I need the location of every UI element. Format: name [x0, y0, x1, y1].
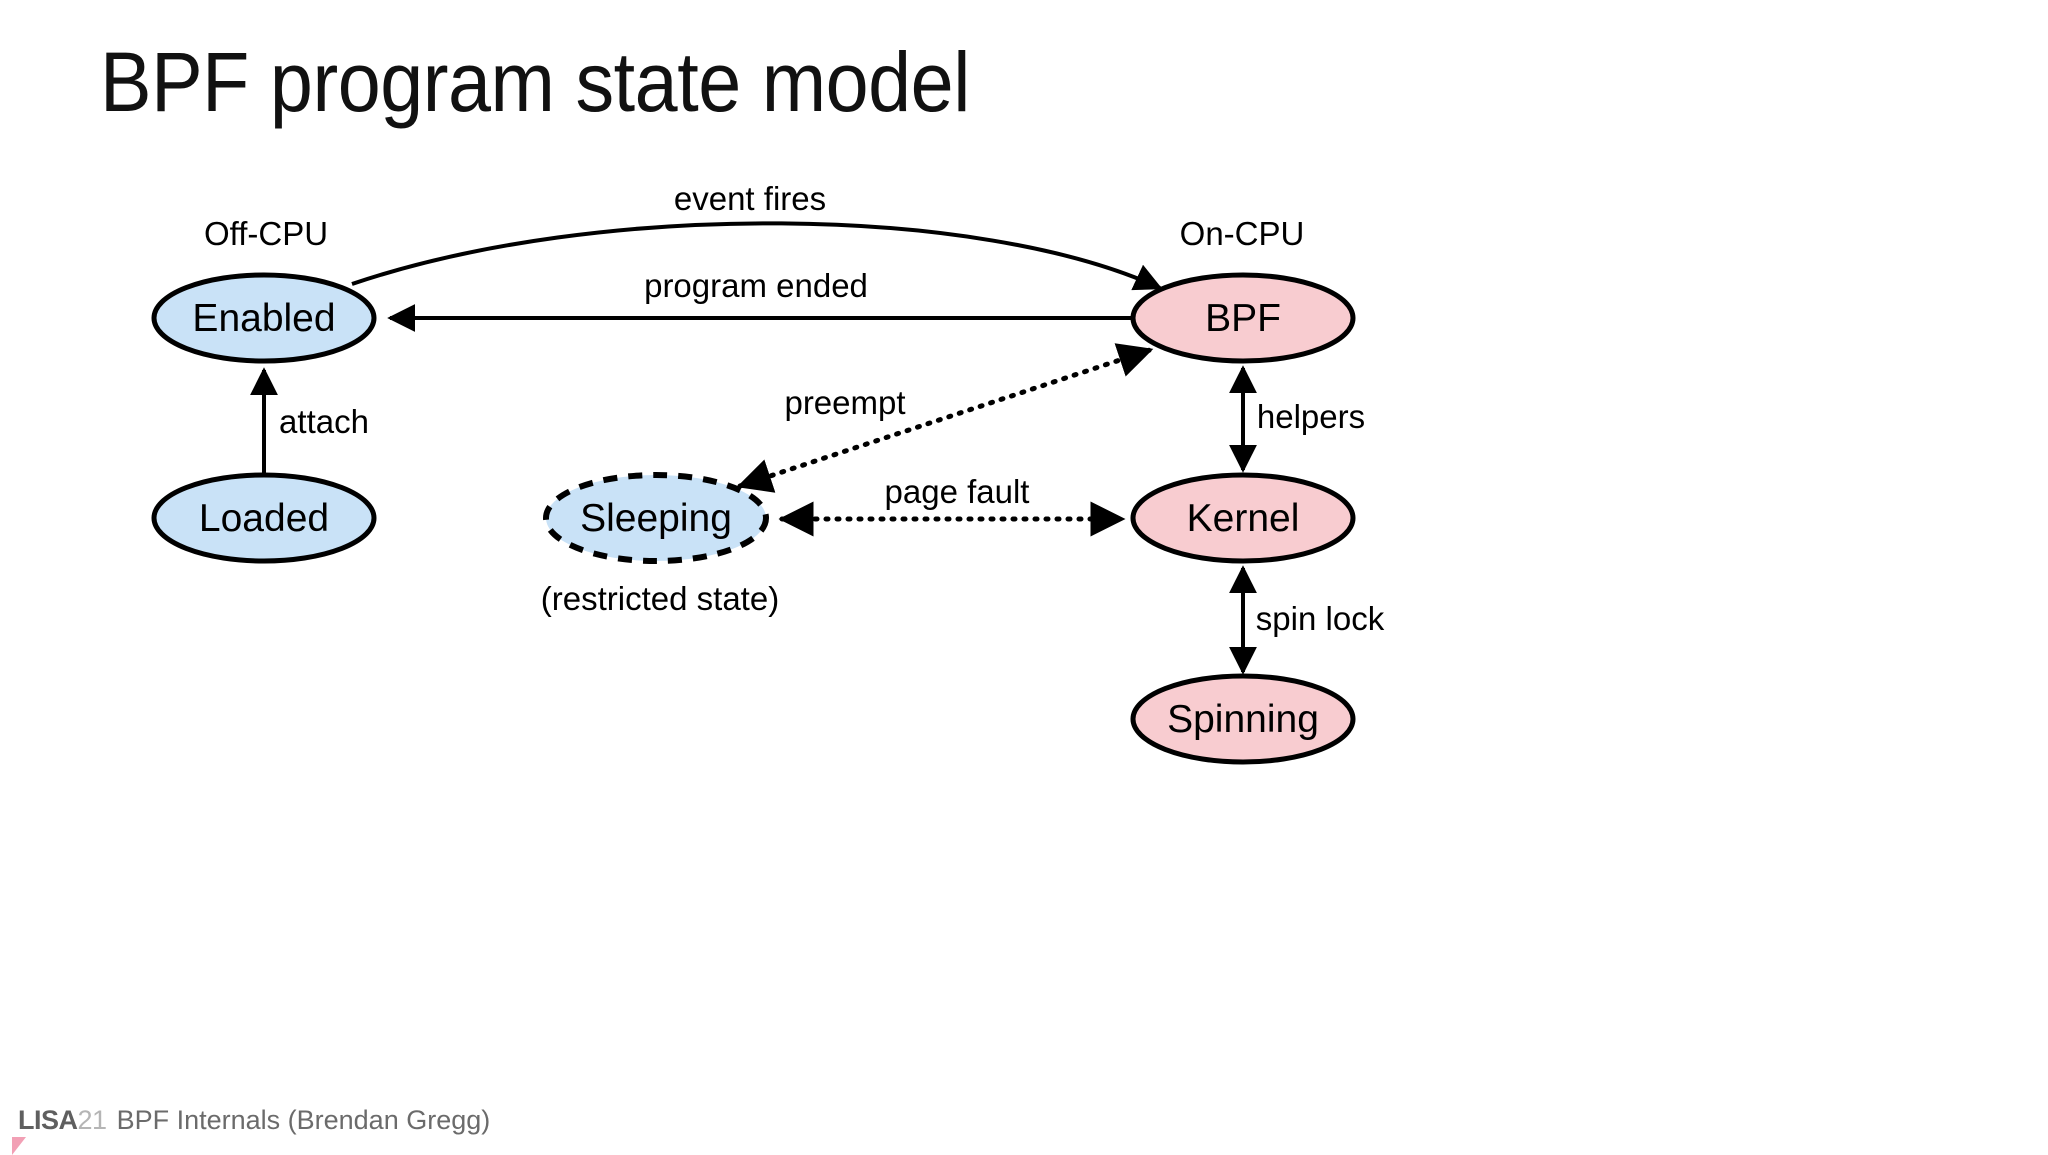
footer-year: 21 [77, 1105, 108, 1135]
node-bpf[interactable] [1130, 272, 1356, 364]
edge-event-fires [351, 221, 1163, 291]
node-sleeping[interactable] [543, 472, 769, 564]
node-kernel[interactable] [1130, 472, 1356, 564]
footer-brand: LISA [18, 1105, 78, 1135]
node-enabled[interactable] [151, 272, 377, 364]
footer-title: BPF Internals (Brendan Gregg) [116, 1105, 491, 1135]
node-spinning[interactable] [1130, 673, 1356, 765]
node-loaded[interactable] [151, 472, 377, 564]
slide-footer: LISA 21 BPF Internals (Brendan Gregg) [12, 1105, 491, 1155]
edge-preempt [736, 343, 1154, 493]
page-title: BPF program state model [100, 35, 970, 129]
